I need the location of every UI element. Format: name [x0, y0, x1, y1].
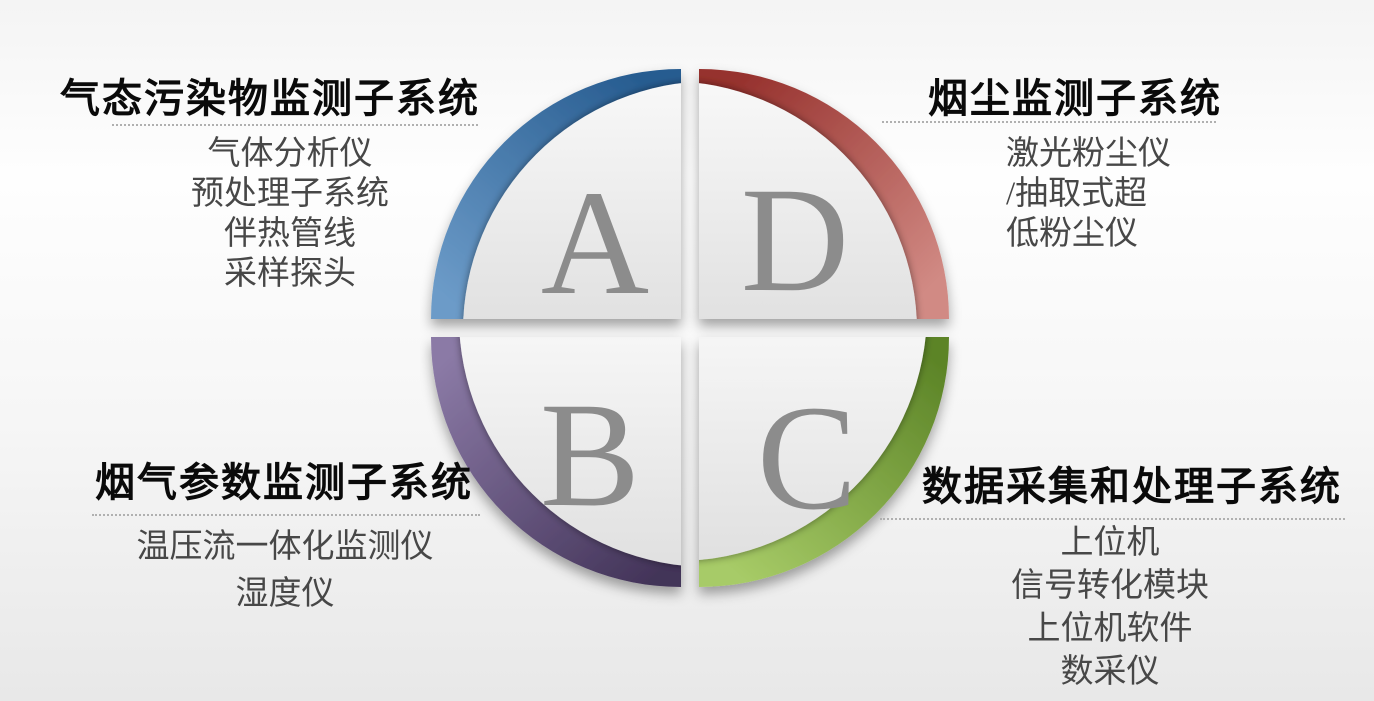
list-item: 气体分析仪	[207, 136, 373, 172]
quadrant-a-letter: A	[541, 160, 649, 326]
quadrant-a	[431, 69, 681, 319]
list-item: 低粉尘仪	[1006, 216, 1138, 252]
list-item: 预处理子系统	[191, 176, 389, 212]
list-item: 采样探头	[224, 256, 356, 292]
quadrant-b-face	[459, 337, 681, 567]
section-flue-title: 烟气参数监测子系统	[95, 460, 473, 505]
quadrant-c-face	[699, 337, 927, 561]
section-dust-items: 激光粉尘仪 /抽取式超 低粉尘仪	[1006, 134, 1346, 254]
section-gas-items: 气体分析仪 预处理子系统 伴热管线 采样探头	[110, 134, 470, 294]
list-item: 上位机软件	[1027, 611, 1193, 647]
list-item: 温压流一体化监测仪	[136, 529, 434, 565]
list-item: /抽取式超	[1006, 176, 1148, 212]
quadrant-d	[699, 69, 949, 319]
quadrant-d-letter: D	[741, 157, 849, 323]
quadrant-d-face	[699, 81, 917, 319]
dotted-divider	[112, 124, 478, 126]
section-data-title: 数据采集和处理子系统	[922, 464, 1342, 509]
section-data-items: 上位机 信号转化模块 上位机软件 数采仪	[945, 522, 1275, 694]
section-flue-items: 温压流一体化监测仪 湿度仪	[85, 524, 485, 618]
list-item: 信号转化模块	[1011, 568, 1209, 604]
section-dust-title: 烟尘监测子系统	[928, 76, 1222, 121]
list-item: 湿度仪	[235, 576, 335, 612]
list-item: 伴热管线	[224, 216, 356, 252]
quadrant-a-face	[463, 81, 681, 319]
list-item: 上位机	[1060, 525, 1160, 561]
list-item: 激光粉尘仪	[1006, 136, 1171, 172]
quadrant-b-letter: B	[540, 372, 640, 538]
quadrant-b	[431, 337, 681, 587]
quadrant-c	[699, 337, 949, 587]
four-quadrant-wheel: A D B C	[431, 69, 949, 587]
list-item: 数采仪	[1060, 654, 1160, 690]
section-gas-title: 气态污染物监测子系统	[60, 76, 480, 121]
dotted-divider	[882, 121, 1216, 123]
dotted-divider	[92, 514, 480, 516]
quadrant-c-letter: C	[757, 375, 857, 541]
quadrant-letters: A D B C	[540, 157, 857, 541]
dotted-divider	[880, 518, 1345, 520]
